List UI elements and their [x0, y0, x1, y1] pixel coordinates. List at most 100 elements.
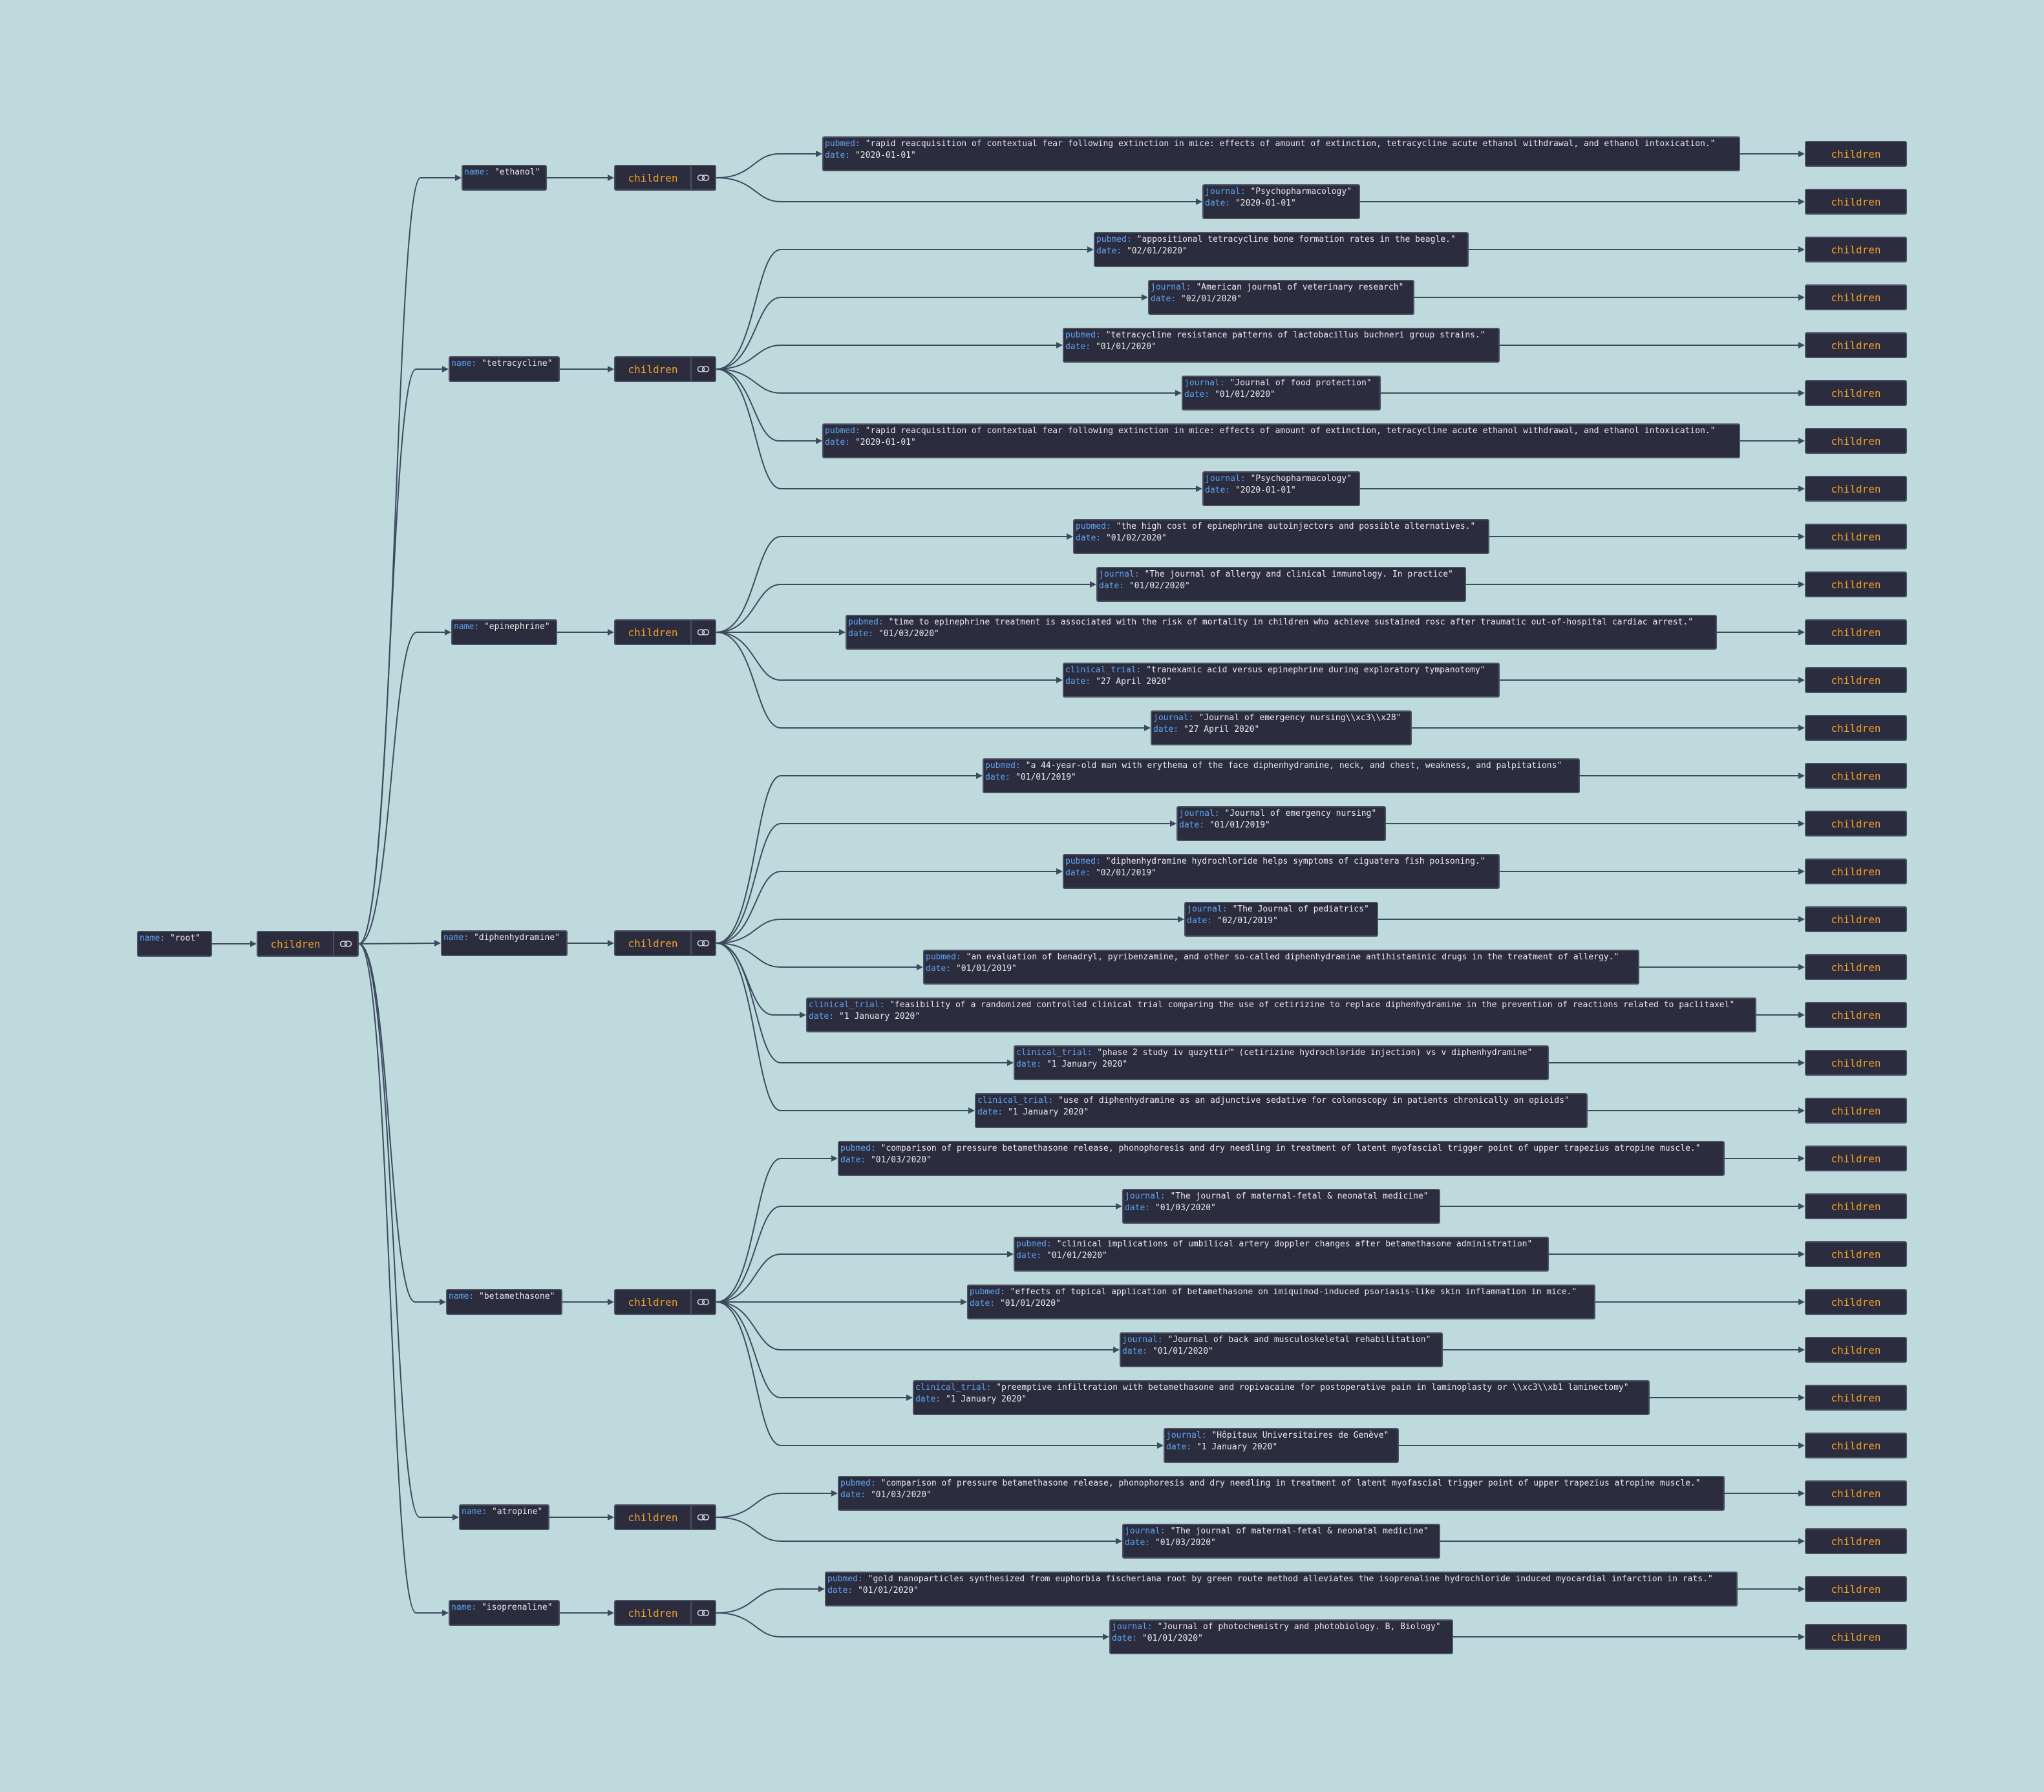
record-node[interactable]: pubmed: "effects of topical application …: [967, 1285, 1595, 1319]
group-name-node[interactable]: name: "atropine": [459, 1504, 549, 1530]
record-children-node[interactable]: children: [1805, 763, 1907, 789]
record-children-node[interactable]: children: [1805, 1576, 1907, 1602]
record-children-node[interactable]: children: [1805, 1528, 1907, 1554]
record-children-node[interactable]: children: [1805, 715, 1907, 741]
expand-toggle[interactable]: [690, 621, 715, 644]
record-node[interactable]: clinical_trial: "use of diphenhydramine …: [975, 1093, 1588, 1128]
record-children-node[interactable]: children: [1805, 476, 1907, 502]
expand-toggle[interactable]: [690, 932, 715, 955]
group-name-node[interactable]: name: "ethanol": [462, 165, 547, 191]
record-node[interactable]: pubmed: "rapid reacquisition of contextu…: [822, 423, 1740, 458]
record-children-node[interactable]: children: [1805, 571, 1907, 597]
field-row: pubmed: "effects of topical application …: [970, 1286, 1593, 1298]
record-node[interactable]: pubmed: "the high cost of epinephrine au…: [1073, 519, 1489, 554]
record-node[interactable]: pubmed: "an evaluation of benadryl, pyri…: [923, 950, 1639, 985]
group-name-node[interactable]: name: "betamethasone": [446, 1289, 562, 1315]
edge-arrow: [1798, 1586, 1805, 1592]
record-children-node[interactable]: children: [1805, 1193, 1907, 1219]
group-children-node[interactable]: children: [614, 1504, 716, 1530]
record-children-node[interactable]: children: [1805, 237, 1907, 262]
record-children-node[interactable]: children: [1805, 1433, 1907, 1458]
edge-arrow: [1113, 1347, 1120, 1353]
record-children-node[interactable]: children: [1805, 1002, 1907, 1028]
record-node[interactable]: pubmed: "rapid reacquisition of contextu…: [822, 136, 1740, 171]
record-children-node[interactable]: children: [1805, 667, 1907, 693]
record-node[interactable]: pubmed: "gold nanoparticles synthesized …: [825, 1572, 1738, 1606]
record-node[interactable]: pubmed: "time to epinephrine treatment i…: [846, 615, 1717, 650]
record-node[interactable]: journal: "Journal of emergency nursing\\…: [1151, 710, 1412, 745]
record-node[interactable]: clinical_trial: "tranexamic acid versus …: [1063, 663, 1500, 698]
expand-toggle[interactable]: [690, 1601, 715, 1625]
record-children-node[interactable]: children: [1805, 859, 1907, 884]
record-children-node[interactable]: children: [1805, 1480, 1907, 1506]
record-children-node[interactable]: children: [1805, 906, 1907, 932]
record-children-node[interactable]: children: [1805, 811, 1907, 837]
group-name-node[interactable]: name: "tetracycline": [449, 356, 560, 382]
record-children-node[interactable]: children: [1805, 1241, 1907, 1267]
record-node[interactable]: journal: "The journal of maternal-fetal …: [1122, 1189, 1440, 1224]
record-node[interactable]: pubmed: "tetracycline resistance pattern…: [1063, 328, 1500, 363]
field-row: pubmed: "rapid reacquisition of contextu…: [825, 138, 1738, 150]
group-name-node[interactable]: name: "epinephrine": [451, 619, 557, 645]
expand-toggle[interactable]: [690, 166, 715, 189]
record-children-node[interactable]: children: [1805, 141, 1907, 167]
group-children-node[interactable]: children: [614, 619, 716, 645]
record-children-node[interactable]: children: [1805, 189, 1907, 215]
field-key: name: [140, 933, 160, 943]
record-node[interactable]: journal: "The Journal of pediatrics"date…: [1184, 902, 1378, 937]
record-node[interactable]: journal: "Journal of photochemistry and …: [1109, 1619, 1453, 1654]
group-name-node[interactable]: name: "diphenhydramine": [441, 930, 568, 956]
record-children-node[interactable]: children: [1805, 1624, 1907, 1650]
record-children-node[interactable]: children: [1805, 1050, 1907, 1076]
record-node[interactable]: journal: "Journal of back and musculoske…: [1120, 1332, 1443, 1367]
record-node[interactable]: journal: "Journal of food protection"dat…: [1182, 376, 1381, 411]
field-value: "an evaluation of benadryl, pyribenzamin…: [966, 952, 1619, 962]
record-children-node[interactable]: children: [1805, 1337, 1907, 1363]
group-children-node[interactable]: children: [614, 356, 716, 382]
record-node[interactable]: journal: "Hôpitaux Universitaires de Gen…: [1164, 1428, 1399, 1463]
record-node[interactable]: journal: "The journal of maternal-fetal …: [1122, 1524, 1440, 1559]
record-children-node[interactable]: children: [1805, 1146, 1907, 1171]
record-node[interactable]: pubmed: "comparison of pressure betameth…: [838, 1476, 1725, 1511]
record-node[interactable]: pubmed: "appositional tetracycline bone …: [1094, 232, 1469, 267]
record-children-node[interactable]: children: [1805, 380, 1907, 406]
record-node[interactable]: pubmed: "a 44-year-old man with erythema…: [983, 758, 1580, 793]
record-node[interactable]: journal: "Journal of emergency nursing"d…: [1176, 806, 1386, 841]
group-children-node[interactable]: children: [614, 930, 716, 956]
root-node[interactable]: name: "root": [137, 931, 212, 957]
record-children-node[interactable]: children: [1805, 284, 1907, 310]
record-node[interactable]: journal: "The journal of allergy and cli…: [1096, 567, 1466, 602]
expand-toggle[interactable]: [690, 1506, 715, 1529]
field-value: "preemptive infiltration with betamethas…: [996, 1383, 1629, 1392]
group-children-node[interactable]: children: [614, 165, 716, 191]
record-node[interactable]: pubmed: "comparison of pressure betameth…: [838, 1141, 1725, 1176]
root-children-node[interactable]: children: [257, 931, 359, 957]
group-children-node[interactable]: children: [614, 1289, 716, 1315]
record-children-node[interactable]: children: [1805, 619, 1907, 645]
edge-arrow: [1144, 725, 1151, 731]
record-node[interactable]: pubmed: "clinical implications of umbili…: [1014, 1237, 1549, 1272]
expand-toggle[interactable]: [333, 932, 357, 955]
record-node[interactable]: journal: "American journal of veterinary…: [1148, 280, 1414, 315]
record-node[interactable]: journal: "Psychopharmacology"date: "2020…: [1202, 184, 1360, 219]
record-children-node[interactable]: children: [1805, 524, 1907, 549]
record-children-node[interactable]: children: [1805, 954, 1907, 980]
record-node[interactable]: journal: "Psychopharmacology"date: "2020…: [1202, 471, 1360, 506]
record-node[interactable]: pubmed: "diphenhydramine hydrochloride h…: [1063, 854, 1500, 889]
record-node[interactable]: clinical_trial: "preemptive infiltration…: [913, 1380, 1650, 1415]
record-children-node[interactable]: children: [1805, 332, 1907, 358]
field-value: "Journal of back and musculoskeletal reh…: [1167, 1335, 1431, 1345]
record-children-node[interactable]: children: [1805, 1098, 1907, 1124]
expand-toggle[interactable]: [690, 1290, 715, 1314]
record-children-node[interactable]: children: [1805, 428, 1907, 454]
group-name-node[interactable]: name: "isoprenaline": [449, 1600, 560, 1626]
date-row: date: "2020-01-01": [1205, 485, 1357, 496]
date-row: date: "01/03/2020": [1125, 1537, 1438, 1549]
date-key: date:: [1076, 533, 1106, 543]
record-children-node[interactable]: children: [1805, 1289, 1907, 1315]
record-children-node[interactable]: children: [1805, 1385, 1907, 1411]
expand-toggle[interactable]: [690, 357, 715, 381]
record-node[interactable]: clinical_trial: "phase 2 study iv quzytt…: [1014, 1045, 1549, 1080]
group-children-node[interactable]: children: [614, 1600, 716, 1626]
record-node[interactable]: clinical_trial: "feasibility of a random…: [806, 997, 1756, 1032]
